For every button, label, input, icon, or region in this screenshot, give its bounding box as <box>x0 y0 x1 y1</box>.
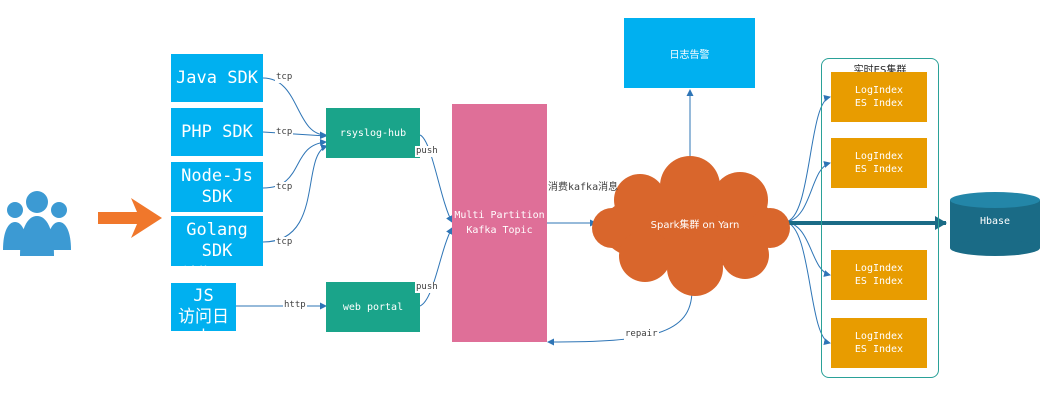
es-index-box-1: LogIndex ES Index <box>831 72 927 122</box>
edge-spark-repair <box>547 289 693 346</box>
es-cluster-title: 实时ES集群 <box>853 65 907 76</box>
es-index-box-2: LogIndex ES Index <box>831 138 927 188</box>
edge-java-to-hub <box>262 77 327 139</box>
edge-label-consume: 消费kafka消息 <box>548 182 619 193</box>
node-sdk-box: Node-Js SDK <box>171 162 263 212</box>
log-alert-box: 日志告警 <box>624 18 755 88</box>
golang-sdk-box: Golang SDK <box>171 216 263 266</box>
browser-js-box: 浏览器JS 访问日志 <box>171 265 236 348</box>
users-icon <box>3 191 71 256</box>
edge-node-to-hub <box>262 139 327 189</box>
edge-spark-to-es4 <box>784 221 831 346</box>
es-index-box-3: LogIndex ES Index <box>831 250 927 300</box>
php-sdk-box: PHP SDK <box>171 108 263 156</box>
es-cluster-frame <box>821 58 939 378</box>
es-index-box-4: LogIndex ES Index <box>831 318 927 368</box>
edge-label-node-tcp: tcp <box>275 182 294 193</box>
edge-label-java-tcp: tcp <box>275 72 294 83</box>
spark-cluster-label: Spark集群 on Yarn <box>650 220 740 231</box>
kafka-topic-box: Multi Partition Kafka Topic <box>452 104 547 342</box>
edge-golang-to-hub <box>262 144 328 243</box>
big-arrow-icon <box>98 198 162 238</box>
rsyslog-hub-box: rsyslog-hub <box>326 108 420 158</box>
edge-hub-to-kafka <box>419 134 453 223</box>
java-sdk-box: Java SDK <box>171 54 263 102</box>
edge-label-php-tcp: tcp <box>275 127 294 138</box>
edge-portal-to-kafka <box>419 227 453 307</box>
edge-label-repair: repair <box>624 329 659 340</box>
edge-label-browser-http: http <box>283 300 307 311</box>
edge-label-golang-tcp: tcp <box>275 237 294 248</box>
spark-cloud-shape <box>592 156 790 296</box>
edge-spark-to-es1 <box>784 94 831 223</box>
web-portal-box: web portal <box>326 282 420 332</box>
hbase-label: Hbase <box>979 216 1011 227</box>
edge-label-portal-push: push <box>415 282 439 293</box>
edge-spark-to-es2 <box>784 161 831 223</box>
hbase-cylinder-shape <box>950 192 1040 256</box>
edge-label-hub-push: push <box>415 146 439 157</box>
edge-php-to-hub <box>262 131 327 140</box>
